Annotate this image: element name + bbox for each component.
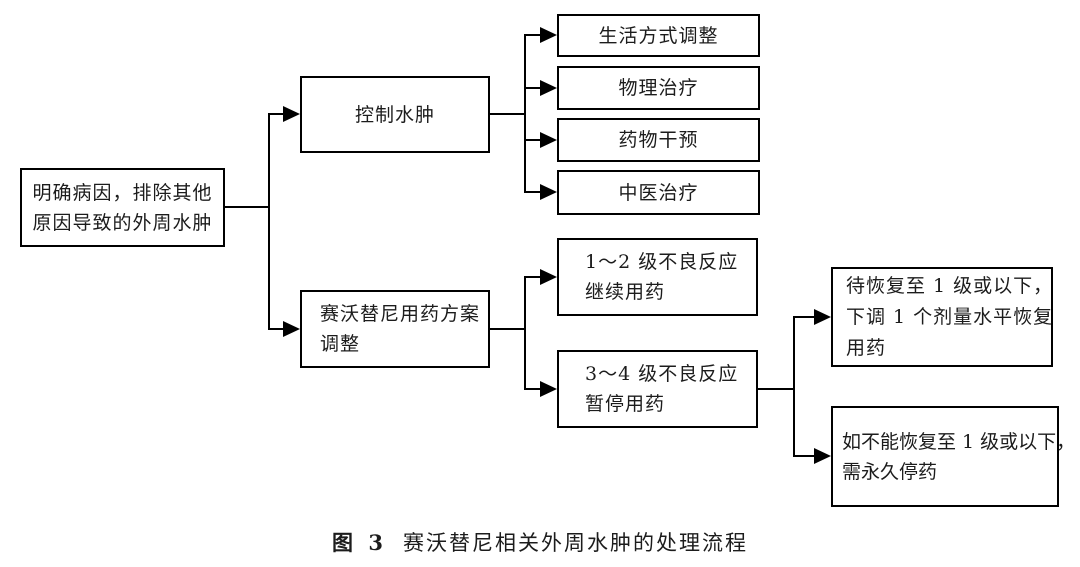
connector-to-drug-stub — [524, 139, 541, 141]
arrow-right-icon — [283, 321, 300, 337]
node-text: 下调 1 个剂量水平恢复 — [846, 305, 1054, 328]
node-dose-reduce-resume: 待恢复至 1 级或以下， 下调 1 个剂量水平恢复 用药 — [831, 267, 1053, 367]
node-lifestyle-adjustment: 生活方式调整 — [557, 14, 760, 57]
node-text: 生活方式调整 — [598, 24, 719, 47]
node-text: 暂停用药 — [585, 393, 666, 415]
arrow-right-icon — [540, 381, 557, 397]
arrow-right-icon — [540, 27, 557, 43]
connector-savolitinib-out — [490, 328, 526, 330]
node-text: 物理治疗 — [618, 77, 699, 99]
arrow-right-icon — [540, 80, 557, 96]
connector-cause-trunk — [268, 113, 270, 330]
node-grade-1-2-continue: 1～2 级不良反应 继续用药 — [557, 238, 758, 316]
connector-grade34-out — [758, 388, 795, 390]
node-permanent-stop: 如不能恢复至 1 级或以下， 需永久停药 — [831, 406, 1075, 507]
node-text: 需永久停药 — [842, 460, 938, 483]
connector-savolitinib-trunk — [524, 276, 526, 389]
connector-control-out — [490, 113, 526, 115]
node-text: 1～2 级不良反应 — [585, 251, 739, 273]
node-text: 调整 — [320, 333, 361, 355]
connector-to-savolitinib-stub — [268, 328, 284, 330]
node-savolitinib-adjustment: 赛沃替尼用药方案 调整 — [300, 290, 490, 368]
connector-control-trunk — [524, 34, 526, 193]
connector-to-physical-stub — [524, 87, 541, 89]
node-text: 中医治疗 — [618, 181, 699, 204]
connector-to-tcm-stub — [524, 191, 541, 193]
connector-to-lifestyle-stub — [524, 34, 541, 36]
arrow-right-icon — [540, 132, 557, 148]
node-text: 如不能恢复至 1 级或以下， — [842, 430, 1076, 453]
node-text: 赛沃替尼用药方案 — [320, 303, 481, 325]
connector-to-grade12-stub — [524, 276, 541, 278]
arrow-right-icon — [540, 184, 557, 200]
node-physical-therapy: 物理治疗 — [557, 66, 760, 110]
node-text: 药物干预 — [618, 129, 699, 151]
figure-caption-title: 赛沃替尼相关外周水肿的处理流程 — [402, 531, 748, 555]
arrow-right-icon — [814, 448, 831, 464]
node-text: 原因导致的外周水肿 — [32, 211, 213, 234]
arrow-right-icon — [814, 309, 831, 325]
node-grade-3-4-pause: 3～4 级不良反应 暂停用药 — [557, 350, 758, 428]
node-text: 用药 — [846, 336, 887, 359]
node-text: 待恢复至 1 级或以下， — [846, 274, 1054, 297]
arrow-right-icon — [283, 106, 300, 122]
connector-to-permanent-stop-stub — [793, 455, 815, 457]
figure-caption: 图 3 赛沃替尼相关外周水肿的处理流程 — [0, 527, 1080, 557]
arrow-right-icon — [540, 269, 557, 285]
node-text: 明确病因，排除其他 — [32, 181, 213, 204]
connector-grade34-trunk — [793, 316, 795, 457]
connector-to-control-stub — [268, 113, 284, 115]
node-drug-intervention: 药物干预 — [557, 118, 760, 162]
connector-cause-out — [225, 206, 270, 208]
node-control-edema: 控制水肿 — [300, 76, 490, 153]
figure-caption-label: 图 3 — [332, 530, 387, 555]
node-text: 继续用药 — [585, 281, 666, 303]
node-text: 3～4 级不良反应 — [585, 363, 739, 385]
connector-to-grade34-stub — [524, 388, 541, 390]
node-identify-cause: 明确病因，排除其他 原因导致的外周水肿 — [20, 168, 225, 247]
node-text: 控制水肿 — [354, 103, 435, 126]
node-tcm-therapy: 中医治疗 — [557, 170, 760, 215]
connector-to-dose-reduce-stub — [793, 316, 815, 318]
